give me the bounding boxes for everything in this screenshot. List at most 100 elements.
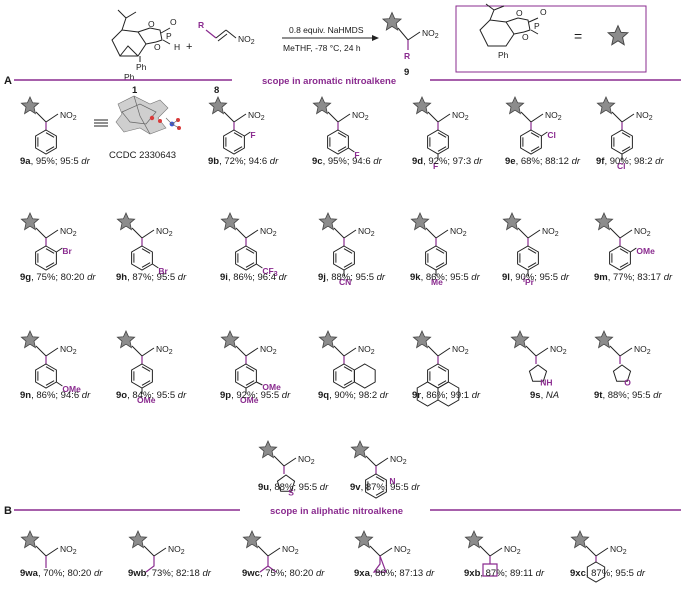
- section-b-letter: B: [4, 505, 12, 517]
- substituent-label: Cl: [617, 161, 626, 171]
- no2-group: NO2: [60, 226, 77, 238]
- ph-label-2: Ph: [124, 72, 135, 82]
- no2-group: NO2: [298, 454, 315, 466]
- label-9m: 9m, 77%; 83:17 dr: [594, 272, 673, 283]
- star-auxiliary-icon: [318, 212, 338, 231]
- star-auxiliary-icon: [505, 96, 525, 115]
- star-auxiliary-icon: [128, 530, 148, 549]
- svg-text:NO2: NO2: [422, 28, 439, 40]
- label-9n: 9n, 86%; 94:6 dr: [20, 390, 91, 401]
- no2-group: NO2: [545, 110, 562, 122]
- no2-group: NO2: [394, 544, 411, 556]
- compound-9xb: NO2: [464, 530, 521, 577]
- substituent-label: O: [624, 377, 631, 387]
- no2-group: NO2: [156, 344, 173, 356]
- substituent-label: OMe: [240, 395, 259, 405]
- label-9r: 9r, 86%; 99:1 dr: [412, 390, 481, 401]
- substituent-label: CN: [339, 277, 351, 287]
- h-atom: H: [174, 42, 180, 52]
- product-9: NO2 R 9: [382, 12, 439, 78]
- reagent-8: R NO2 8: [198, 20, 255, 96]
- star-auxiliary-icon: [242, 530, 262, 549]
- star-auxiliary-icon: [20, 212, 40, 231]
- svg-text:R: R: [404, 51, 410, 61]
- compound-9wb: NO2: [128, 530, 185, 573]
- label-9p: 9p, 92%; 95:5 dr: [220, 390, 291, 401]
- label-1: 1: [132, 85, 138, 96]
- o-atom-2: O: [154, 42, 161, 52]
- substituent-label: Br: [62, 246, 72, 256]
- substituent-label: OMe: [636, 246, 655, 256]
- substituent-label: F: [433, 161, 438, 171]
- no2-group: NO2: [550, 344, 567, 356]
- no2-group: NO2: [634, 344, 651, 356]
- conditions-bottom: MeTHF, -78 °C, 24 h: [283, 43, 361, 53]
- star-auxiliary-icon: [464, 530, 484, 549]
- section-a-letter: A: [4, 75, 12, 87]
- compound-9a: NO2: [20, 96, 77, 155]
- conditions-top: 0.8 equiv. NaHMDS: [289, 25, 364, 35]
- svg-text:Ph: Ph: [498, 50, 509, 60]
- substituent-label: F: [354, 150, 359, 160]
- ph-label-1: Ph: [136, 62, 147, 72]
- plus-sign: +: [186, 41, 192, 53]
- compound-9xc: NO2: [570, 530, 627, 583]
- compound-9r: NO2: [412, 330, 469, 407]
- label-9k: 9k, 86%; 95:5 dr: [410, 272, 481, 283]
- no2-group: NO2: [248, 110, 265, 122]
- substituent-label: F: [250, 130, 255, 140]
- no2-group: NO2: [358, 226, 375, 238]
- compound-9wc: NO2: [242, 530, 299, 573]
- svg-text:O: O: [540, 7, 547, 17]
- no2-group: NO2: [504, 544, 521, 556]
- label-8: 8: [214, 85, 219, 96]
- substituent-label: Br: [158, 266, 168, 276]
- label-9j: 9j, 88%; 95:5 dr: [318, 272, 386, 283]
- label-9a: 9a, 95%; 95:5 dr: [20, 156, 91, 167]
- reaction-arrow: 0.8 equiv. NaHMDS MeTHF, -78 °C, 24 h: [282, 25, 379, 53]
- no2-group: NO2: [450, 226, 467, 238]
- label-9c: 9c, 95%; 94:6 dr: [312, 156, 383, 167]
- star-auxiliary-icon: [594, 330, 614, 349]
- label-9s: 9s, NA: [530, 390, 559, 401]
- label-9xb: 9xb, 87%; 89:11 dr: [464, 568, 545, 579]
- o-atom-1: O: [148, 19, 155, 29]
- no2-group: NO2: [260, 344, 277, 356]
- label-9l: 9l, 90%; 95:5 dr: [502, 272, 570, 283]
- no2-label: NO2: [238, 34, 255, 46]
- substituent-label: Me: [431, 277, 443, 287]
- no2-group: NO2: [452, 110, 469, 122]
- star-auxiliary-icon: [116, 330, 136, 349]
- label-9o: 9o, 84%; 95:5 dr: [116, 390, 187, 401]
- label-9xa: 9xa, 86%; 87:13 dr: [354, 568, 435, 579]
- star-auxiliary-icon: [220, 330, 240, 349]
- star-auxiliary-icon: [410, 212, 430, 231]
- star-auxiliary-icon: [116, 212, 136, 231]
- compound-9xa: NO2: [354, 530, 411, 573]
- star-definition-box: O O P O Ph =: [455, 3, 647, 73]
- no2-group: NO2: [282, 544, 299, 556]
- compound-9wa: NO2: [20, 530, 77, 568]
- star-auxiliary-icon: [20, 530, 40, 549]
- substituent-label: N: [389, 476, 395, 486]
- label-9b: 9b, 72%; 94:6 dr: [208, 156, 279, 167]
- label-9g: 9g, 75%; 80:20 dr: [20, 272, 96, 283]
- label-9t: 9t, 88%; 95:5 dr: [594, 390, 662, 401]
- star-auxiliary-icon: [354, 530, 374, 549]
- no2-group: NO2: [634, 226, 651, 238]
- svg-text:O: O: [522, 32, 529, 42]
- substituent-label: OMe: [62, 384, 81, 394]
- star-auxiliary-icon: [412, 330, 432, 349]
- no2-group: NO2: [156, 226, 173, 238]
